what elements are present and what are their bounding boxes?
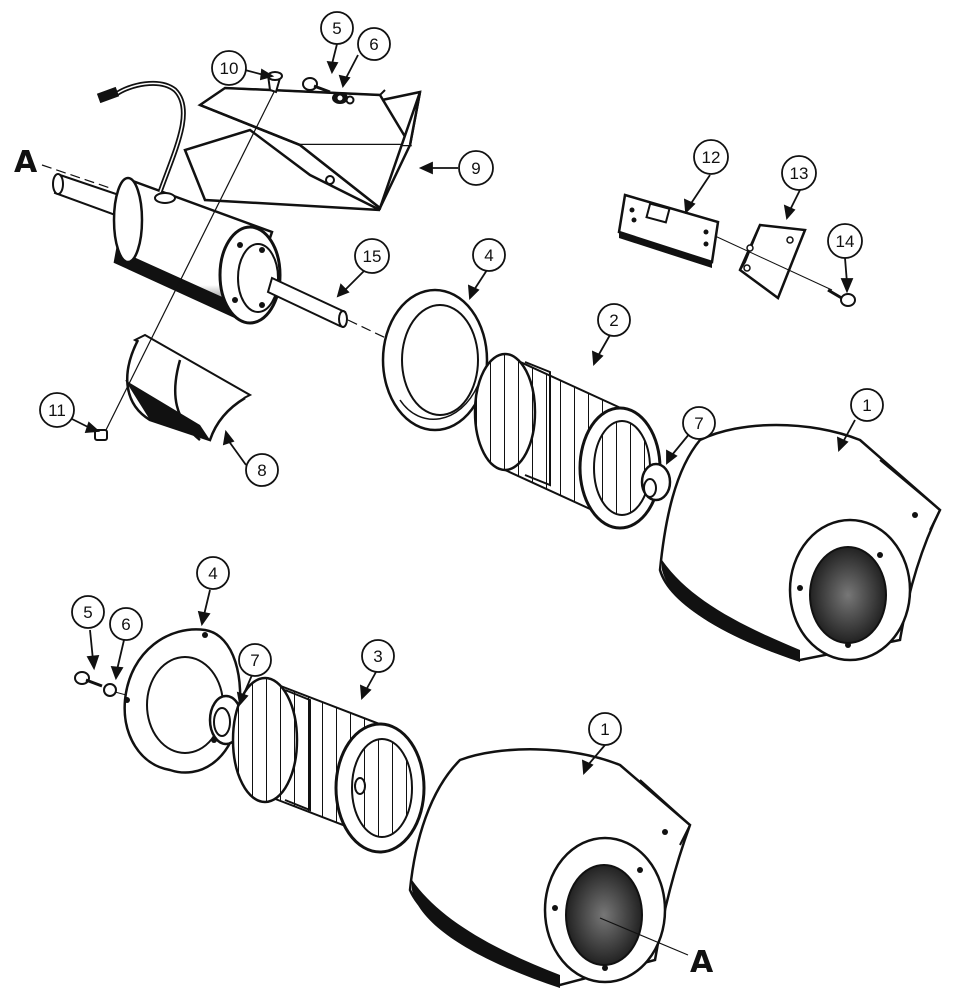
callout-12: 12 (693, 139, 729, 175)
blower-wheel-bottom (231, 676, 426, 854)
centerline-a-bottom (599, 917, 689, 956)
callout-label: 10 (220, 59, 239, 78)
centerline-a-top (41, 164, 111, 189)
callout-14: 14 (827, 223, 863, 259)
callout-15: 15 (354, 238, 390, 274)
callout-label: 12 (702, 148, 721, 167)
callout-7-top: 7 (682, 406, 716, 440)
callout-label: 1 (862, 396, 871, 415)
callout-7-bottom: 7 (238, 643, 272, 677)
fastener-alignment-line (104, 89, 276, 433)
upper-mounting-bracket (183, 86, 422, 212)
callout-3: 3 (361, 639, 395, 673)
callout-5-bottom: 5 (71, 595, 105, 629)
callout-label: 14 (836, 232, 855, 251)
bolt-and-washer-bottom (74, 671, 117, 697)
leader-lines (69, 43, 856, 776)
callout-label: 11 (48, 401, 66, 420)
callout-label: 5 (83, 603, 92, 622)
callout-6-bottom: 6 (109, 607, 143, 641)
callout-label: 4 (484, 246, 493, 265)
callout-11: 11 (39, 392, 75, 428)
callout-10: 10 (211, 50, 247, 86)
blower-motor (52, 81, 348, 328)
callout-label: 13 (790, 164, 809, 183)
callout-9: 9 (458, 150, 494, 186)
callout-5-top: 5 (320, 11, 354, 45)
flange-ring-top (381, 288, 489, 432)
callout-label: 6 (369, 35, 378, 54)
axis-label-a-top: A (14, 145, 38, 180)
screw-10 (266, 71, 283, 94)
shaft-centerline (347, 319, 391, 341)
blower-housing-bottom (408, 748, 692, 988)
screw-14 (827, 288, 856, 307)
callout-1-bottom: 1 (588, 712, 622, 746)
callout-label: 8 (257, 461, 266, 480)
axis-label-a-bottom: A (690, 945, 714, 980)
callout-6-top: 6 (357, 27, 391, 61)
callout-8: 8 (245, 453, 279, 487)
callout-label: 1 (600, 720, 609, 739)
mounting-plate-13 (738, 223, 807, 300)
resistor-plate-12 (617, 193, 720, 268)
callout-label: 2 (609, 311, 618, 330)
callout-label: 3 (373, 647, 382, 666)
callout-label: 7 (250, 651, 259, 670)
callout-4-top: 4 (472, 238, 506, 272)
lower-motor-strap (125, 333, 253, 442)
callout-2: 2 (597, 303, 631, 337)
callout-13: 13 (781, 155, 817, 191)
plate-alignment-line (714, 235, 833, 291)
hub-clip-top (640, 462, 672, 502)
nut-11 (94, 429, 108, 441)
callout-label: 5 (332, 19, 341, 38)
blower-housing-top (658, 423, 942, 662)
callout-1-top: 1 (850, 388, 884, 422)
blower-wheel-top (473, 352, 662, 530)
callout-label: 6 (121, 615, 130, 634)
callout-4-bottom: 4 (196, 556, 230, 590)
callout-label: 15 (363, 247, 382, 266)
callout-label: 7 (694, 414, 703, 433)
callout-label: 4 (208, 564, 217, 583)
bolt-and-washer-top (302, 77, 348, 104)
callout-label: 9 (471, 159, 480, 178)
